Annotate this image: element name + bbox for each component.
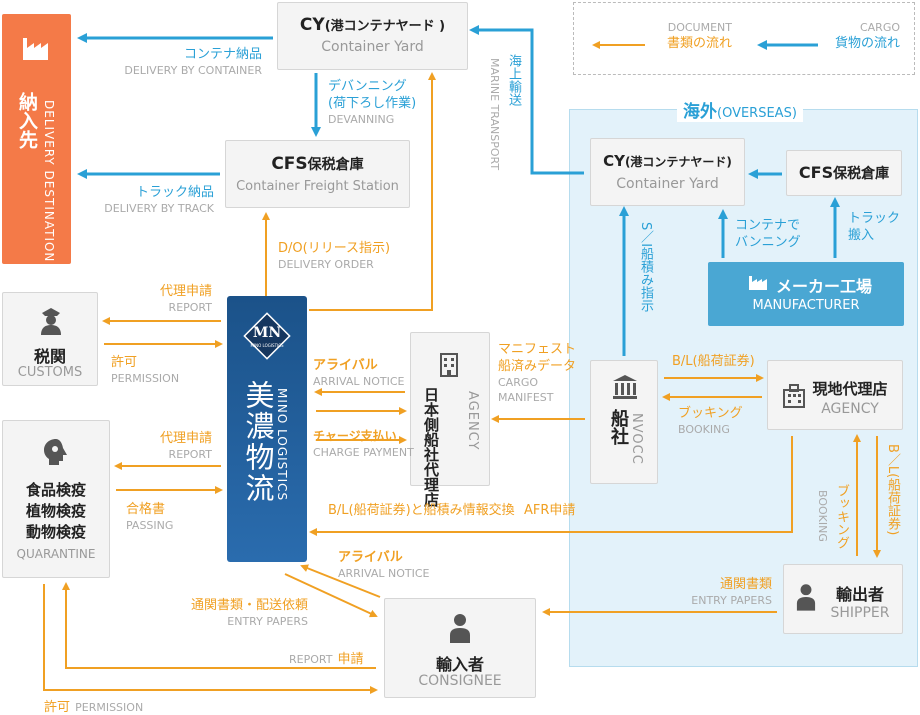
carrier-jp: 船社 xyxy=(608,409,629,445)
label-si: S／I船積み指示 xyxy=(638,222,653,313)
quarantine-head-icon xyxy=(44,439,67,465)
customs-node: 税関 CUSTOMS xyxy=(2,292,98,386)
agency-jp-node: 日本側船社代理店 AGENCY xyxy=(410,332,490,507)
label-booking-shipper-jp: ブッキング xyxy=(834,484,849,549)
label-booking-shipper-en: BOOKING xyxy=(816,490,829,542)
carrier-node: 船社 NVOCC xyxy=(590,360,658,484)
label-bl-exchange: B/L(船荷証券)と船積み情報交換 xyxy=(328,503,515,518)
officer-icon xyxy=(41,308,61,335)
quarantine-node: 食品検疫 植物検疫 動物検疫 QUARANTINE xyxy=(2,420,110,578)
cfs-domestic-jp: CFS保税倉庫 xyxy=(271,154,364,174)
mino-logo: MN MINO LOGISTICS xyxy=(241,310,293,362)
quarantine-en: QUARANTINE xyxy=(16,547,96,561)
cfs-overseas-jp: CFS保税倉庫 xyxy=(798,163,890,182)
manufacturer-node: メーカー工場 MANUFACTURER xyxy=(708,262,904,326)
agency-jp-en: AGENCY xyxy=(465,391,480,451)
legend-box xyxy=(573,2,915,75)
cy-overseas-en: Container Yard xyxy=(616,176,719,192)
label-do-release: D/O(リリース指示)DELIVERY ORDER xyxy=(278,241,391,271)
mino-en: MINO LOGISTICS xyxy=(275,388,289,502)
quarantine-jp-2: 植物検疫 xyxy=(25,502,86,520)
manufacturer-jp: メーカー工場 xyxy=(776,277,873,296)
mino-jp: 美濃物流 xyxy=(241,380,275,504)
shipper-en: SHIPPER xyxy=(830,605,890,621)
cy-domestic-en: Container Yard xyxy=(321,39,424,55)
overseas-title: 海外(OVERSEAS) xyxy=(677,97,803,122)
cy-overseas-jp: CY(港コンテナヤード) xyxy=(603,152,732,170)
consignee-jp: 輸入者 xyxy=(435,655,484,674)
label-bl-carrier: B/L(船荷証券) xyxy=(672,354,755,369)
mino-logo-text: MN xyxy=(252,325,282,341)
arrow-marine xyxy=(469,25,584,175)
label-marine-en: MARINE TRANSPORT xyxy=(488,58,501,171)
factory-icon xyxy=(23,38,48,60)
shipper-node: 輸出者 SHIPPER xyxy=(783,564,903,634)
label-permission-consignee: 許可 PERMISSION xyxy=(44,700,144,715)
arrow-do-cy xyxy=(309,72,436,311)
customs-en: CUSTOMS xyxy=(17,365,83,380)
arrow-arrival-consignee xyxy=(300,564,381,598)
arrow-bl-exchange xyxy=(309,436,793,536)
customs-jp: 税関 xyxy=(33,347,66,366)
label-devanning: デバンニング(荷下ろし作業)DEVANNING xyxy=(328,79,417,126)
cfs-domestic-node: CFS保税倉庫 Container Freight Station xyxy=(225,140,410,208)
consignee-node: 輸入者 CONSIGNEE xyxy=(384,598,536,698)
cy-domestic-node: CY(港コンテナヤード ) Container Yard xyxy=(277,2,468,70)
label-truck-carry: トラック搬入 xyxy=(848,211,901,243)
quarantine-jp-3: 動物検疫 xyxy=(25,523,86,541)
person-icon xyxy=(450,614,470,643)
building-icon xyxy=(440,353,458,377)
mino-logo-sub: MINO LOGISTICS xyxy=(250,343,284,348)
local-agency-en: AGENCY xyxy=(821,401,879,417)
cfs-overseas-node: CFS保税倉庫 xyxy=(786,150,902,196)
local-agency-jp: 現地代理店 xyxy=(812,380,888,398)
cy-overseas-node: CY(港コンテナヤード) Container Yard xyxy=(590,138,745,206)
label-vanning: コンテナでバンニング xyxy=(735,218,801,250)
local-agency-building-icon xyxy=(783,384,805,408)
carrier-en: NVOCC xyxy=(629,413,644,465)
delivery-destination-node: 納入先 DELIVERY DESTINATION xyxy=(2,14,71,264)
ship-company-icon xyxy=(613,375,637,399)
agency-jp-jp: 日本側船社代理店 xyxy=(422,387,440,507)
mino-logistics-node: MN MINO LOGISTICS 美濃物流 MINO LOGISTICS xyxy=(227,296,307,562)
delivery-jp: 納入先 xyxy=(16,92,38,149)
manufacturer-en: MANUFACTURER xyxy=(752,298,860,313)
shipper-person-icon xyxy=(796,584,816,611)
shipper-jp: 輸出者 xyxy=(835,585,884,604)
arrow-report-consignee xyxy=(62,582,376,669)
mino-logo-diamond-icon xyxy=(243,312,291,360)
label-report-consignee: REPORT 申請 xyxy=(289,652,364,667)
label-bl-shipper: B／L(船荷証券) xyxy=(885,444,900,536)
cy-domestic-jp: CY(港コンテナヤード ) xyxy=(299,15,446,35)
delivery-en: DELIVERY DESTINATION xyxy=(42,100,56,263)
arrow-entry-consignee xyxy=(284,573,378,618)
consignee-en: CONSIGNEE xyxy=(418,673,502,689)
cfs-domestic-en: Container Freight Station xyxy=(236,179,399,194)
local-agency-node: 現地代理店 AGENCY xyxy=(767,360,903,430)
label-afr: AFR申請 xyxy=(524,503,576,518)
arrow-permission-consignee xyxy=(43,584,378,694)
label-marine-jp: 海上輸送 xyxy=(506,54,521,106)
quarantine-jp-1: 食品検疫 xyxy=(25,481,86,499)
manufacturer-factory-icon xyxy=(749,276,767,290)
